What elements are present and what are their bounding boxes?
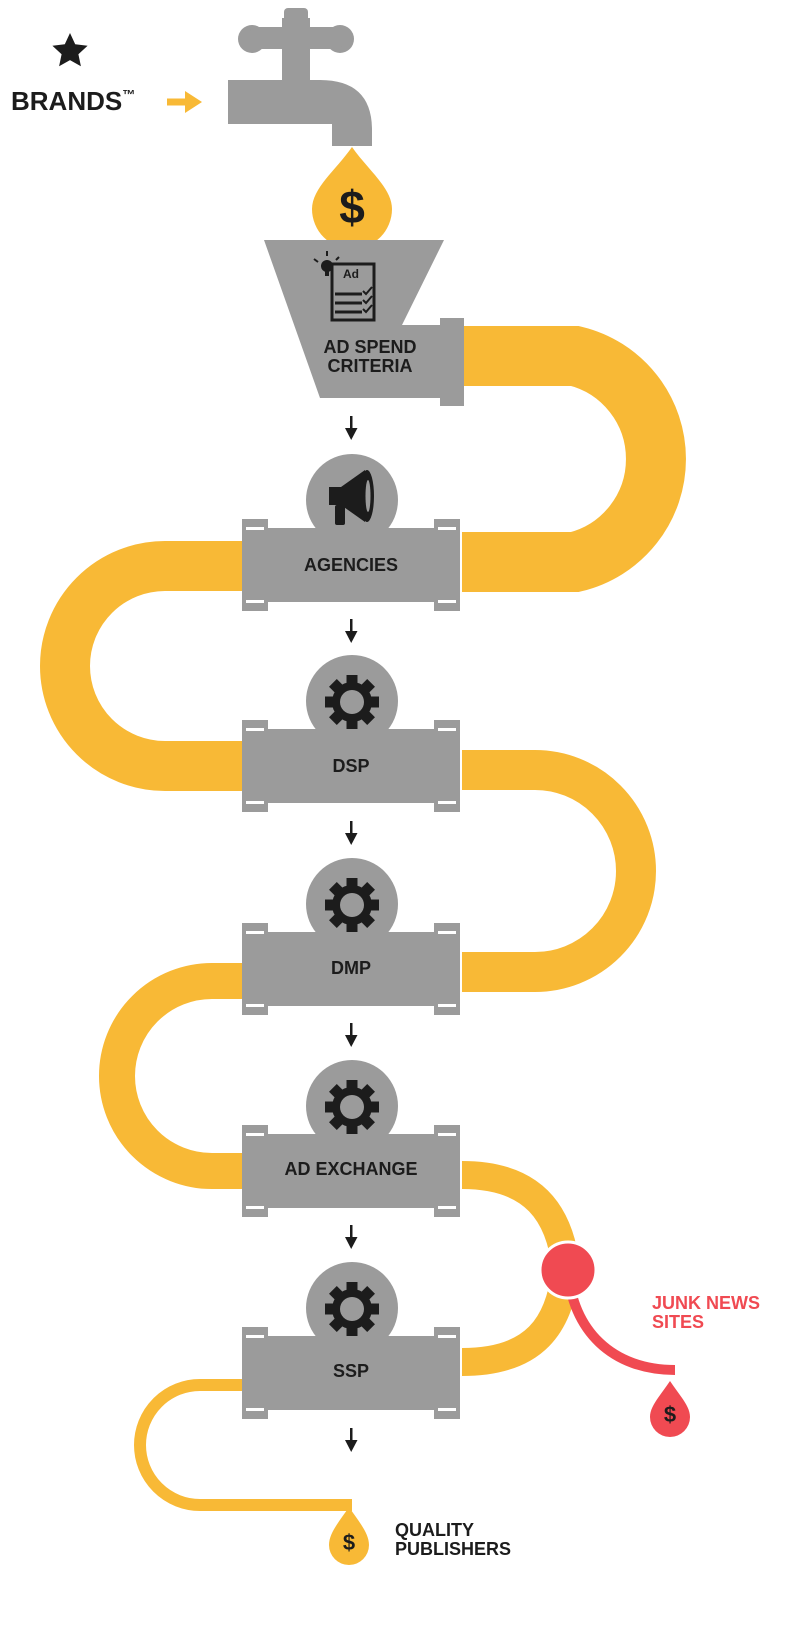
pipe-ssp-to-quality xyxy=(134,1379,352,1511)
pipe-agencies-to-dsp xyxy=(40,541,242,791)
fitting-agencies xyxy=(242,454,460,611)
gear-icon xyxy=(325,1282,379,1336)
down-arrow-icon xyxy=(345,619,358,643)
down-arrow-icon xyxy=(345,821,358,845)
ad-badge-text: Ad xyxy=(343,267,359,281)
pipe-dmp-to-exchange xyxy=(99,963,242,1189)
stage-label-ad-spend-criteria: AD SPEND CRITERIA xyxy=(323,337,417,377)
down-arrow-icon xyxy=(345,1225,358,1249)
stage-label-ssp: SSP xyxy=(332,1361,370,1381)
quality-publishers-label: QUALITY PUBLISHERS xyxy=(395,1520,512,1560)
arrow-right-icon xyxy=(167,91,202,113)
brands-label: BRANDS™ xyxy=(11,86,136,116)
star-icon xyxy=(52,33,88,67)
junk-dollar-symbol: $ xyxy=(663,1402,677,1427)
down-arrow-icon xyxy=(345,1428,358,1452)
junk-money-drop-icon xyxy=(650,1381,690,1437)
stage-label-ad-exchange: AD EXCHANGE xyxy=(284,1159,418,1179)
junk-news-sites-label: JUNK NEWS SITES xyxy=(652,1293,761,1333)
stage-label-agencies: AGENCIES xyxy=(303,555,399,575)
quality-money-drop-icon xyxy=(329,1507,369,1565)
money-drop-icon xyxy=(312,147,392,249)
gear-icon xyxy=(325,878,379,932)
trademark-sign: ™ xyxy=(122,87,136,102)
faucet xyxy=(228,8,372,146)
flow-arrows xyxy=(345,416,358,1452)
down-arrow-icon xyxy=(345,1023,358,1047)
dollar-symbol: $ xyxy=(339,181,365,233)
stage-label-dsp: DSP xyxy=(332,756,370,776)
gear-icon xyxy=(325,1080,379,1134)
stage-label-dmp: DMP xyxy=(331,958,371,978)
down-arrow-icon xyxy=(345,416,358,440)
junk-diversion-valve xyxy=(538,1240,598,1300)
pipe-criteria-to-agencies xyxy=(462,326,686,592)
gear-icon xyxy=(325,675,379,729)
ad-checklist-icon xyxy=(313,251,376,322)
quality-dollar-symbol: $ xyxy=(342,1530,356,1555)
pipe-dsp-to-dmp xyxy=(462,750,656,992)
